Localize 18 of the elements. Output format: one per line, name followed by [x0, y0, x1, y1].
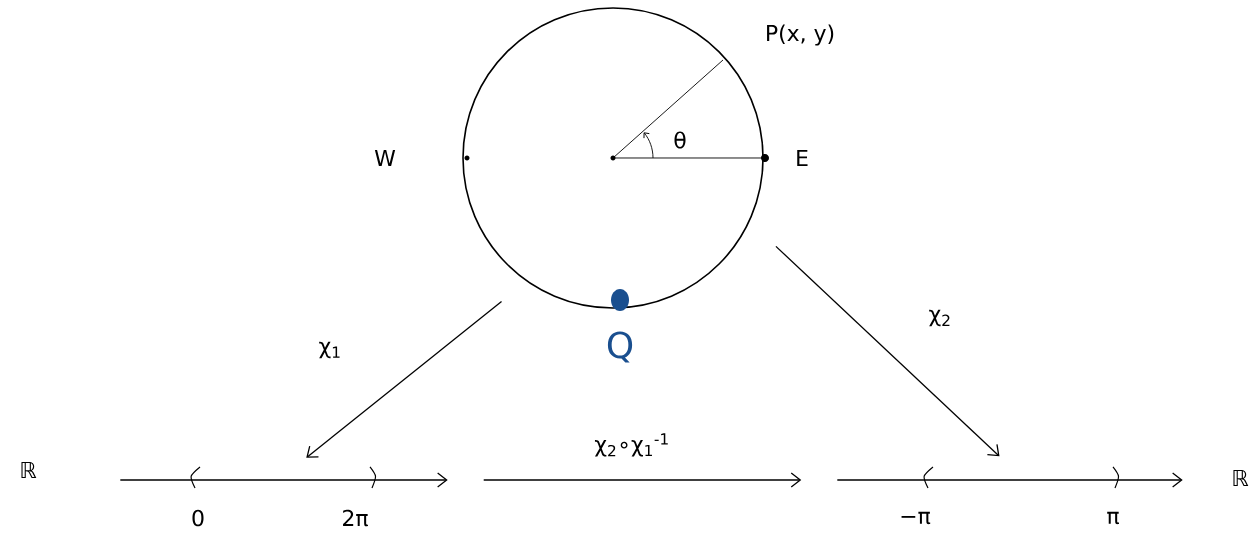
arrow — [775, 245, 1000, 457]
set-symbol: ℝ — [1233, 470, 1249, 486]
tick-label: 2π — [343, 509, 368, 527]
number-line-drawing — [836, 466, 1183, 489]
arrow — [306, 300, 503, 458]
tick-label: 0 — [192, 509, 204, 527]
circle — [462, 7, 764, 309]
arrow — [483, 472, 802, 488]
angle-label: θ — [674, 131, 686, 149]
point-label: E — [797, 150, 808, 166]
set-symbol: ℝ — [21, 462, 37, 478]
number-line-drawing — [119, 466, 448, 489]
tick-label: −π — [901, 511, 931, 525]
tick-label: π — [1107, 511, 1119, 525]
edge-label: χ$_{1}$ — [319, 341, 340, 359]
edge-label: χ$_{2}$ — [929, 309, 950, 327]
point-label: W — [374, 150, 396, 166]
edge-label: χ$_{2}$∘χ$_{1}$-1 — [594, 433, 668, 457]
